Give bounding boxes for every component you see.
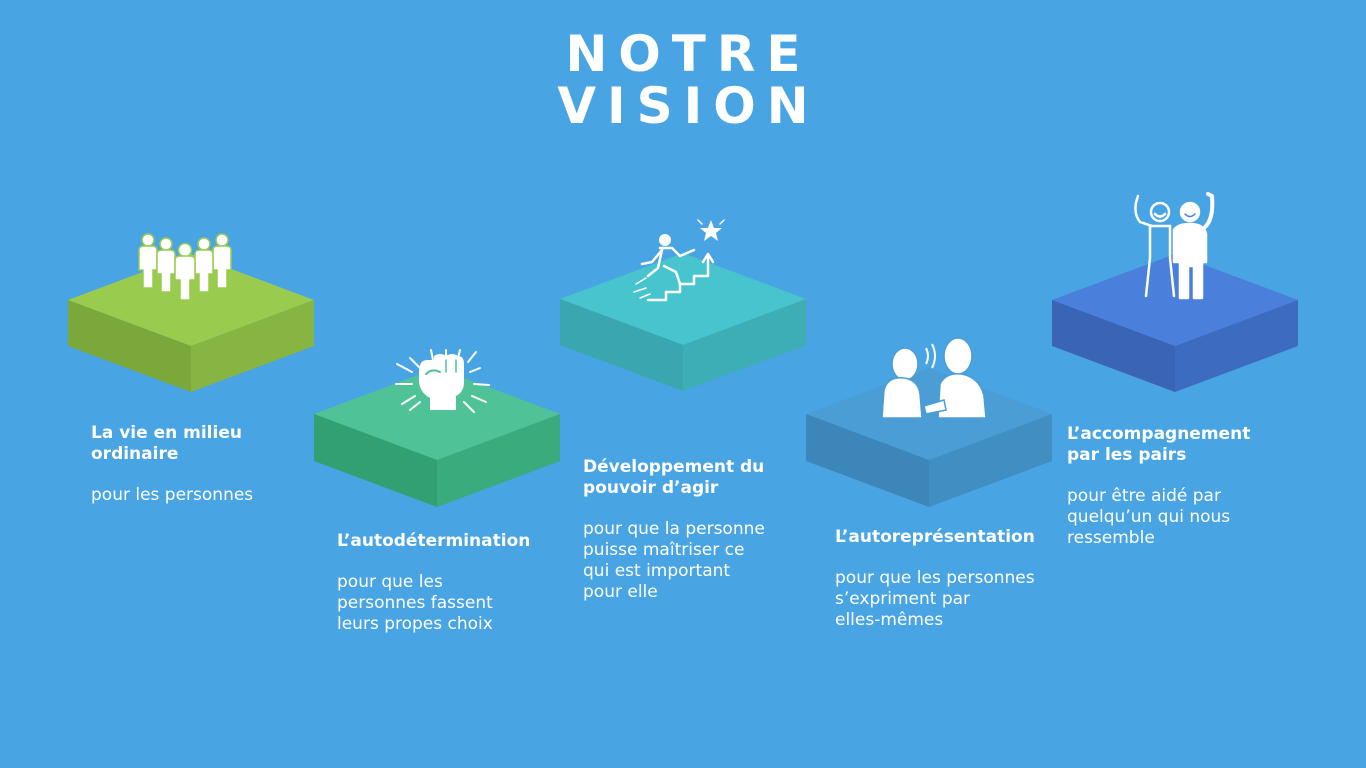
item-2-heading: L’autodétermination — [337, 531, 531, 551]
two-people-cheering-icon — [1134, 192, 1215, 300]
step-block-4 — [806, 368, 1052, 507]
title-line-1: NOTRE — [565, 25, 812, 83]
step-block-1 — [68, 254, 314, 392]
step-block-3 — [560, 253, 806, 391]
step-block-2-right — [437, 414, 560, 507]
two-people-talking-icon — [881, 337, 987, 419]
page-title: NOTRE VISION — [0, 28, 1366, 132]
step-block-2 — [314, 368, 560, 507]
step-block-3-right — [683, 299, 806, 391]
item-1-description: pour les personnes — [91, 485, 254, 505]
title-line-2: VISION — [557, 77, 820, 135]
climbing-stairs-star-icon — [633, 219, 725, 302]
raised-fist-icon — [395, 349, 490, 413]
step-block-4-left — [806, 414, 929, 507]
step-block-4-right — [929, 414, 1052, 507]
step-block-3-left — [560, 299, 683, 391]
item-4: L’autoreprésentation pour que les person… — [835, 527, 1067, 631]
item-4-heading: L’autoreprésentation — [835, 527, 1035, 547]
group-of-people-icon — [138, 233, 232, 301]
step-block-5-right — [1175, 300, 1298, 392]
step-block-2-left — [314, 414, 437, 507]
step-block-5 — [1052, 254, 1298, 392]
step-block-1-left — [68, 300, 191, 392]
step-block-5-left — [1052, 300, 1175, 392]
step-block-1-right — [191, 300, 314, 392]
